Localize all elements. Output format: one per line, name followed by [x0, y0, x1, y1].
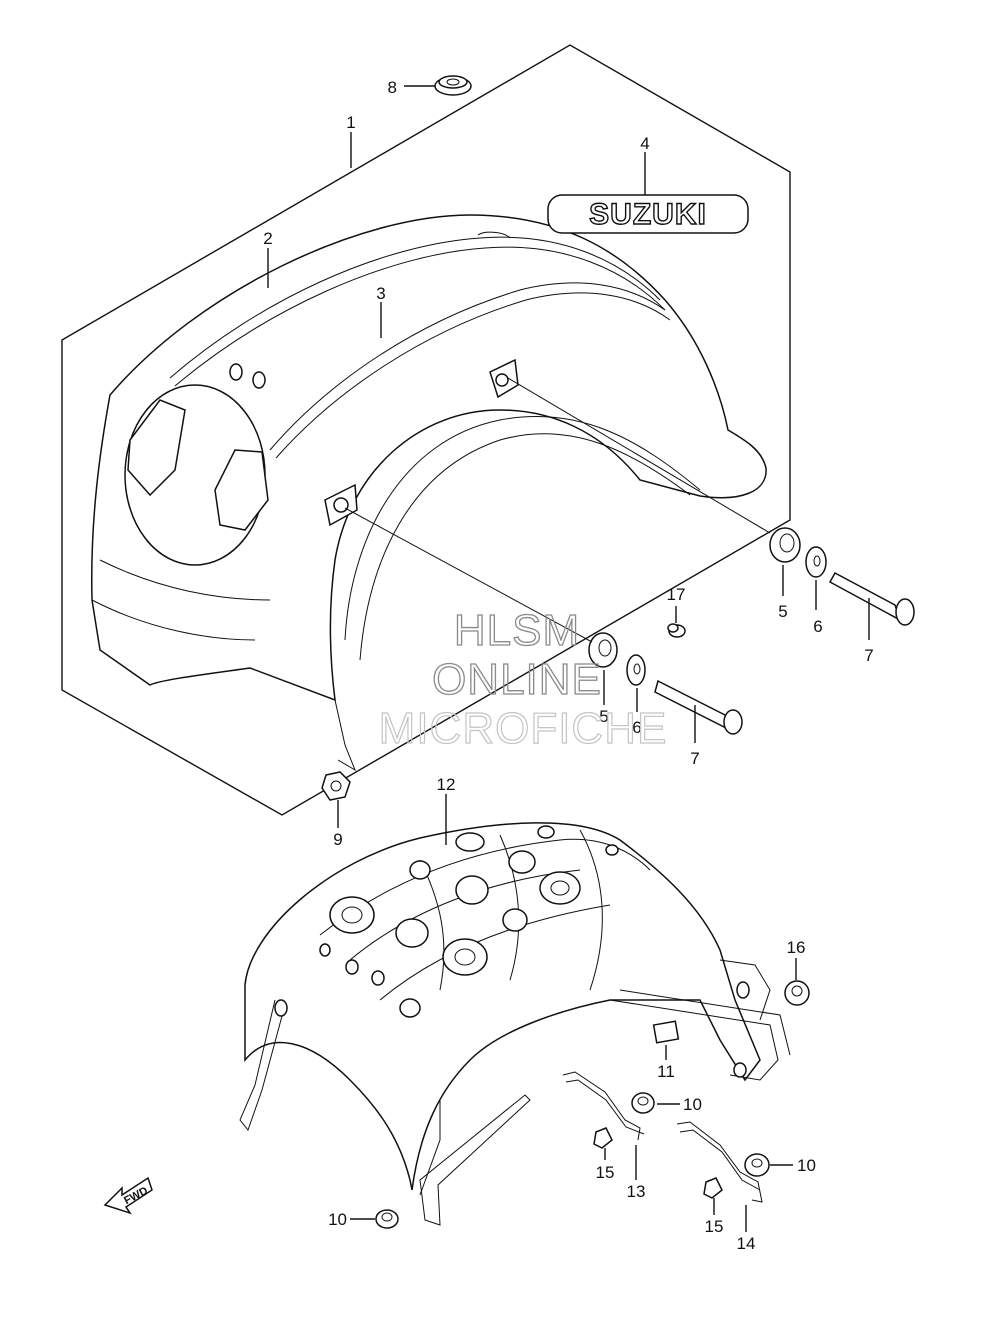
- nut-16: [784, 980, 810, 1006]
- callout-9: 9: [333, 830, 342, 849]
- watermark-line-3: MICROFICHE: [379, 704, 668, 753]
- leader-lines: [267, 85, 870, 1232]
- callout-7-upper: 7: [864, 646, 873, 665]
- inner-fender-bracket: [239, 822, 791, 1226]
- emblem-text: SUZUKI: [589, 198, 707, 231]
- callout-13: 13: [627, 1182, 646, 1201]
- callout-17: 17: [667, 585, 686, 604]
- rear-fender: [91, 214, 767, 772]
- callout-14: 14: [737, 1234, 756, 1253]
- callout-15-b: 15: [705, 1217, 724, 1236]
- callout-8: 8: [388, 78, 397, 97]
- nut-10-lower: [375, 1209, 399, 1229]
- lower-fasteners: [588, 632, 743, 735]
- watermark-line-1: HLSM: [454, 606, 580, 655]
- callout-10-b: 10: [797, 1156, 816, 1175]
- callout-10-c: 10: [328, 1210, 347, 1229]
- callout-6-upper: 6: [813, 617, 822, 636]
- label-plate: [652, 1020, 680, 1044]
- alignment-line: [344, 507, 593, 643]
- wire-harness-14: [676, 1121, 770, 1203]
- forward-arrow-text: FWD: [122, 1185, 150, 1207]
- callout-12: 12: [437, 775, 456, 794]
- grommet-8: [434, 75, 472, 96]
- callout-1: 1: [346, 113, 355, 132]
- callout-10-a: 10: [683, 1095, 702, 1114]
- watermark: HLSM ONLINE MICROFICHE: [378, 605, 668, 753]
- callout-15-a: 15: [596, 1163, 615, 1182]
- callouts: 8 1 4 2 3 5 6 7 17 5 6 7 9 12 16 11 10 1…: [263, 78, 873, 1253]
- watermark-line-2: ONLINE: [432, 655, 602, 704]
- callout-5-lower: 5: [599, 707, 608, 726]
- assembly-boundary: [61, 44, 791, 816]
- callout-3: 3: [376, 284, 385, 303]
- callout-11: 11: [657, 1062, 675, 1081]
- wire-harness-13: [562, 1071, 655, 1149]
- callout-6-lower: 6: [632, 718, 641, 737]
- callout-16: 16: [787, 938, 806, 957]
- nut-9: [321, 771, 351, 801]
- suzuki-emblem: SUZUKI: [547, 194, 749, 234]
- callout-2: 2: [263, 229, 272, 248]
- nut-17: [667, 623, 686, 638]
- callout-5-upper: 5: [778, 602, 787, 621]
- upper-fasteners: [769, 527, 915, 626]
- callout-7-lower: 7: [690, 749, 699, 768]
- callout-4: 4: [640, 134, 649, 153]
- forward-arrow: FWD: [103, 1176, 153, 1215]
- alignment-line: [507, 377, 771, 534]
